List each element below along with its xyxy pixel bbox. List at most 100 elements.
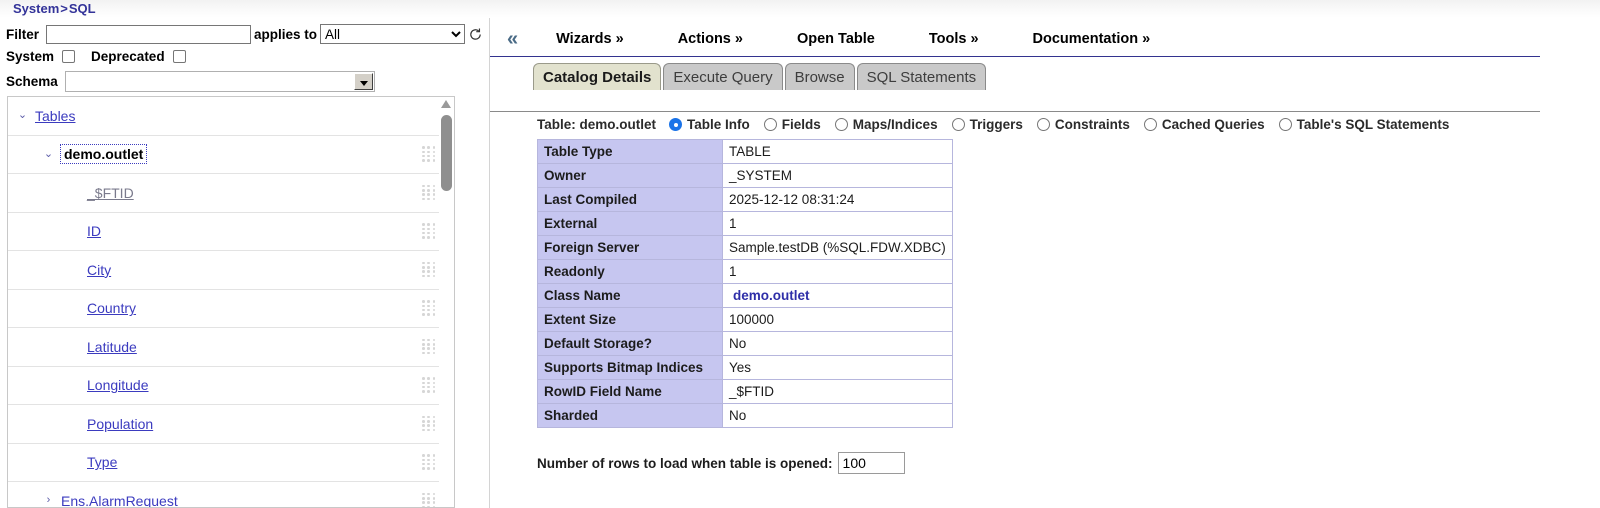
table-name-value: demo.outlet — [579, 117, 657, 132]
drag-handle-icon[interactable] — [422, 415, 437, 432]
radio-option-mapsindices[interactable]: Maps/Indices — [834, 117, 938, 132]
tab-browse[interactable]: Browse — [784, 63, 855, 90]
tree-row[interactable]: ⌄ demo.outlet — [8, 136, 454, 174]
tree-item-label[interactable]: Ens.AlarmRequest — [61, 492, 178, 508]
radio-button[interactable] — [951, 118, 965, 131]
class-name-link[interactable]: demo.outlet — [733, 288, 810, 303]
tree-row[interactable]: Population — [8, 405, 454, 444]
system-checkbox[interactable] — [62, 50, 76, 63]
detail-key: Table Type — [537, 139, 723, 164]
radio-label: Triggers — [969, 117, 1023, 132]
tree-item-label[interactable]: Latitude — [87, 338, 137, 355]
detail-value[interactable]: demo.outlet — [722, 283, 953, 308]
checkbox-row: System Deprecated — [6, 49, 186, 64]
tree-row[interactable]: _$FTID — [8, 174, 454, 213]
tree-item-label[interactable]: _$FTID — [87, 184, 134, 201]
breadcrumb-link-sql[interactable]: SQL — [68, 1, 96, 16]
refresh-icon[interactable] — [468, 27, 483, 42]
detail-value: _$FTID — [722, 379, 953, 404]
drag-handle-icon[interactable] — [422, 454, 437, 470]
radio-button[interactable] — [763, 118, 777, 131]
drag-handle-icon[interactable] — [422, 223, 437, 239]
scrollbar-thumb[interactable] — [441, 115, 452, 191]
tree-row[interactable]: ⌄ Tables — [8, 97, 454, 136]
detail-value: TABLE — [722, 139, 953, 164]
tree-item-label[interactable]: ID — [87, 223, 101, 240]
table-row: Owner_SYSTEM — [537, 163, 953, 188]
chevron-down-icon[interactable]: ⌄ — [17, 109, 28, 122]
tree-row[interactable]: Country — [8, 290, 454, 328]
tree-item-label[interactable]: City — [87, 261, 112, 278]
radio-label: Maps/Indices — [852, 117, 938, 132]
tree-caret-placeholder — [68, 186, 81, 199]
system-checkbox-label: System — [6, 49, 55, 64]
radio-button[interactable] — [1278, 118, 1292, 131]
schema-combobox[interactable] — [64, 71, 375, 92]
tree-item-label[interactable]: Type — [87, 454, 118, 471]
nav-item-documentation[interactable]: Documentation » — [1032, 31, 1151, 47]
chevron-right-icon[interactable]: › — [46, 494, 51, 507]
applies-to-label: applies to — [254, 26, 318, 42]
detail-value: 100000 — [722, 307, 953, 332]
table-name-label: Table: demo.outlet — [537, 117, 656, 132]
tree-row[interactable]: Longitude — [8, 367, 454, 405]
radio-option-triggers[interactable]: Triggers — [951, 117, 1023, 132]
chevron-down-icon[interactable]: ⌄ — [43, 147, 54, 160]
nav-item-wizards[interactable]: Wizards » — [556, 31, 624, 47]
radio-option-fields[interactable]: Fields — [763, 117, 821, 132]
radio-button[interactable] — [1036, 118, 1050, 131]
deprecated-checkbox[interactable] — [172, 50, 186, 63]
detail-key: Owner — [537, 163, 723, 188]
tree-item-label[interactable]: demo.outlet — [59, 144, 148, 165]
breadcrumb-link-system[interactable]: System — [13, 1, 60, 16]
tree-item-label[interactable]: Population — [87, 415, 154, 432]
chevron-down-icon[interactable] — [353, 73, 373, 90]
drag-handle-icon[interactable] — [422, 146, 437, 162]
radio-option-tablessqlstatements[interactable]: Table's SQL Statements — [1278, 117, 1449, 132]
radio-button[interactable] — [834, 118, 848, 131]
detail-value: Sample.testDB (%SQL.FDW.XDBC) — [722, 235, 953, 260]
double-chevron-left-icon[interactable]: « — [507, 27, 518, 50]
tab-sql-statements[interactable]: SQL Statements — [856, 63, 987, 90]
nav-item-actions[interactable]: Actions » — [677, 31, 743, 47]
tree-caret-placeholder — [68, 456, 81, 469]
drag-handle-icon[interactable] — [422, 338, 437, 355]
tree-row[interactable]: › Ens.AlarmRequest — [8, 482, 454, 508]
radio-option-tableinfo[interactable]: Table Info — [669, 117, 750, 132]
right-panel: « Wizards » Actions » Open Table Tools » Doc… — [490, 18, 1600, 508]
rows-to-load-input[interactable] — [837, 452, 905, 474]
nav-item-tools[interactable]: Tools » — [928, 31, 979, 47]
drag-handle-icon[interactable] — [422, 377, 437, 393]
detail-value: No — [722, 403, 953, 428]
filter-input[interactable] — [46, 24, 252, 44]
radio-button[interactable] — [669, 118, 683, 131]
tab-catalog-details[interactable]: Catalog Details — [533, 63, 662, 90]
scroll-up-arrow-icon[interactable] — [441, 100, 451, 108]
tree-scrollbar[interactable] — [439, 97, 454, 507]
radio-button[interactable] — [1143, 118, 1157, 131]
tab-execute-query[interactable]: Execute Query — [663, 63, 783, 90]
tree-row[interactable]: City — [8, 251, 454, 290]
applies-to-select[interactable]: All — [320, 24, 466, 44]
tree-item-label[interactable]: Country — [87, 300, 137, 317]
tree-row[interactable]: ID — [8, 213, 454, 251]
tree-row[interactable]: Latitude — [8, 328, 454, 367]
radio-option-constraints[interactable]: Constraints — [1036, 117, 1130, 132]
drag-handle-icon[interactable] — [422, 492, 437, 507]
drag-handle-icon[interactable] — [422, 184, 437, 201]
drag-handle-icon[interactable] — [422, 300, 437, 316]
radio-option-cachedqueries[interactable]: Cached Queries — [1143, 117, 1265, 132]
tree-item-label[interactable]: Tables — [35, 107, 76, 124]
detail-value: 2025-12-12 08:31:24 — [722, 187, 953, 212]
table-label-text: Table: — [537, 117, 576, 132]
tree-item-label[interactable]: Longitude — [87, 377, 149, 394]
drag-handle-icon[interactable] — [422, 261, 437, 278]
detail-key: External — [537, 211, 723, 236]
nav-item-opentable[interactable]: Open Table — [796, 31, 875, 47]
tree-row[interactable]: Type — [8, 444, 454, 482]
